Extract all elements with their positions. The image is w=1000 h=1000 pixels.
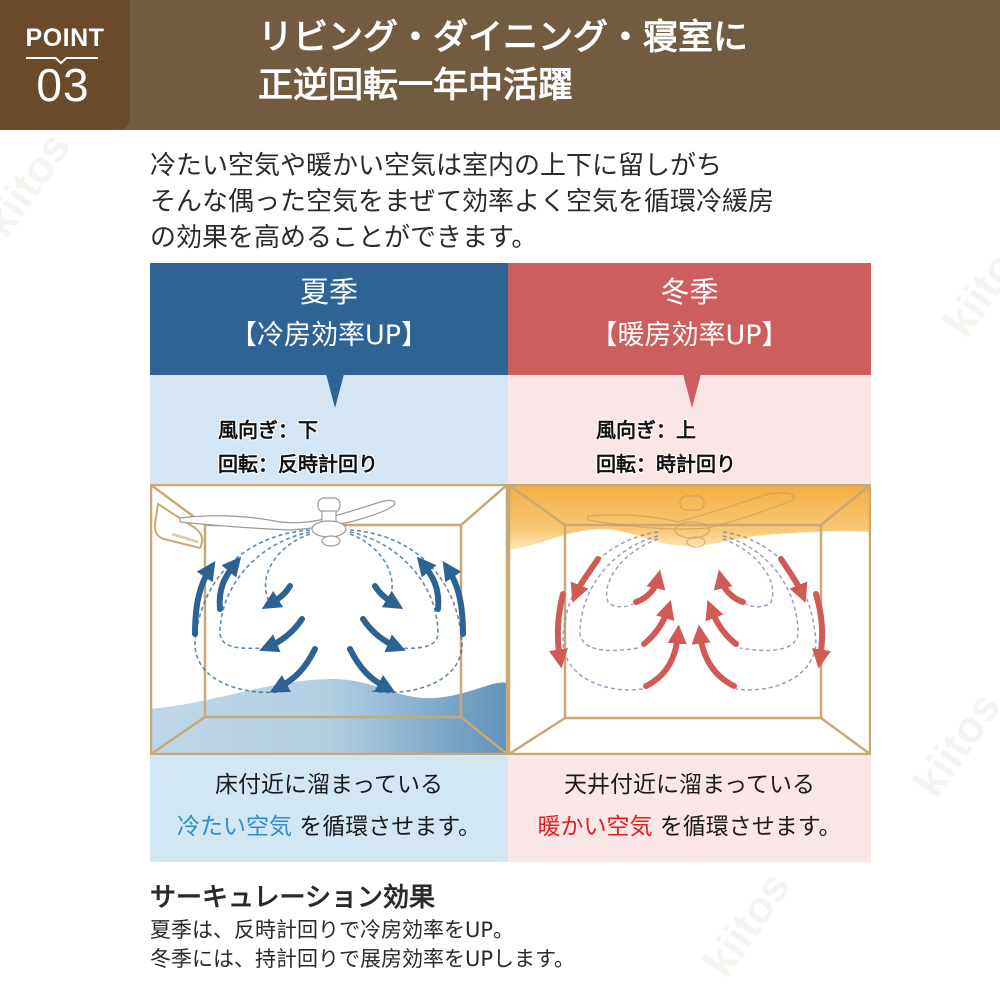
summer-caption-rest: を循環させます。: [299, 814, 481, 840]
watermark: kiitos: [904, 683, 1000, 806]
summer-caption-line-2: 冷たい空気 を循環させます。: [150, 811, 508, 843]
badge-label: POINT: [25, 24, 105, 52]
winter-season-label: 冬季: [660, 275, 719, 309]
watermark: kiitos: [934, 223, 1000, 346]
summer-rotation: 回転：反時計回り: [218, 452, 378, 476]
summer-header: 夏季 【冷房効率UP】: [150, 263, 508, 375]
circulation-summary: サーキュレーション効果 夏季は、反時計回りで冷房効率をUP。 冬季には、持計回り…: [150, 880, 575, 974]
watermark: kiitos: [0, 123, 81, 246]
winter-callout-pointer: [683, 374, 701, 408]
summer-caption: 床付近に溜まっている 冷たい空気 を循環させます。: [150, 755, 508, 862]
intro-paragraph: 冷たい空気や暖かい空気は室内の上下に留しがち そんな偶った空気をまぜて効率よく空…: [150, 148, 774, 256]
ceiling-fan-icon: [179, 497, 396, 547]
watermark: kiitos: [694, 863, 801, 986]
summary-line-2: 冬季には、持計回りで展房効率をUPします。: [150, 947, 575, 971]
summer-airflow-diagram: [150, 484, 508, 755]
intro-line-1: 冷たい空気や暖かい空気は室内の上下に留しがち: [150, 151, 723, 181]
summary-heading: サーキュレーション効果: [150, 883, 435, 913]
summer-caption-line-1: 床付近に溜まっている: [215, 772, 443, 798]
winter-efficiency-label: 【暖房効率UP】: [590, 320, 789, 351]
summer-settings: 風向ぎ：下 回転：反時計回り: [150, 375, 508, 484]
page-title: リビング・ダイニング・寝室に 正逆回転一年中活躍: [258, 14, 748, 110]
summer-panel: 夏季 【冷房効率UP】 風向ぎ：下 回転：反時計回り: [150, 263, 508, 862]
winter-room-illustration: [508, 484, 871, 755]
summer-efficiency-label: 【冷房効率UP】: [229, 320, 429, 351]
winter-header: 冬季 【暖房効率UP】: [508, 263, 871, 375]
summer-callout-pointer: [326, 374, 344, 408]
winter-caption-rest: を循環させます。: [659, 814, 842, 840]
intro-line-2: そんな偶った空気をまぜて効率よく空気を循環冷緩房: [150, 187, 775, 217]
winter-airflow-diagram: [508, 484, 871, 755]
winter-wind-direction: 風向ぎ：上: [596, 418, 696, 442]
point-badge: POINT 03: [0, 0, 130, 130]
summer-room-illustration: [150, 484, 508, 755]
winter-caption: 天井付近に溜まっている 暖かい空気 を循環させます。: [508, 755, 871, 862]
air-conditioner-icon: [153, 502, 204, 550]
winter-rotation: 回転：時計回り: [596, 452, 736, 476]
winter-caption-line-2: 暖かい空気 を循環させます。: [508, 811, 871, 843]
ceiling-fan-icon: [587, 492, 795, 548]
winter-panel: 冬季 【暖房効率UP】 風向ぎ：上 回転：時計回り: [508, 263, 871, 862]
summary-line-1: 夏季は、反時計回りで冷房効率をUP。: [150, 918, 515, 942]
title-line-1: リビング・ダイニング・寝室に: [258, 18, 749, 58]
badge-number: 03: [36, 59, 90, 111]
intro-line-3: の効果を高めることができます。: [150, 223, 538, 253]
winter-caption-highlight: 暖かい空気: [537, 814, 653, 840]
header-bar: POINT 03 リビング・ダイニング・寝室に 正逆回転一年中活躍: [0, 0, 1000, 130]
summer-season-label: 夏季: [299, 275, 358, 309]
summer-caption-highlight: 冷たい空気: [176, 814, 292, 840]
winter-caption-line-1: 天井付近に溜まっている: [564, 772, 815, 798]
badge-notch-icon: [55, 57, 67, 65]
summer-wind-direction: 風向ぎ：下: [218, 418, 318, 442]
title-line-2: 正逆回転一年中活躍: [258, 66, 574, 106]
